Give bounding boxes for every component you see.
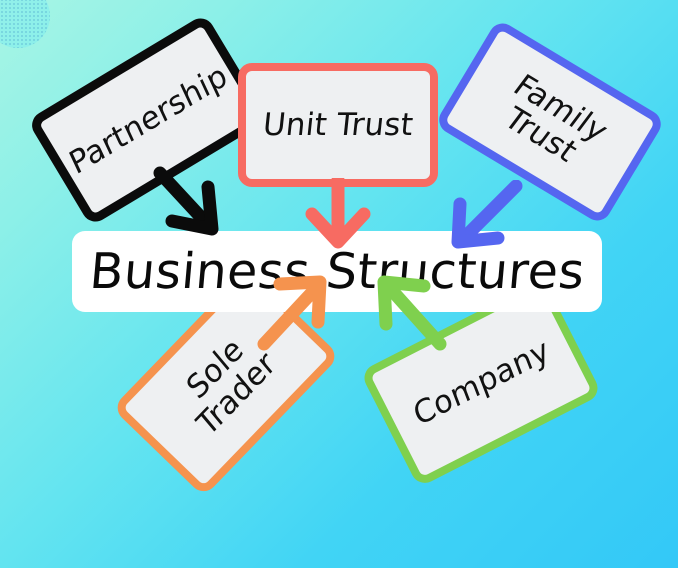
center-banner: Business Structures	[72, 231, 602, 312]
node-unit-trust[interactable]: Unit Trust	[238, 63, 438, 187]
dotted-circle-watermark-icon	[0, 0, 50, 48]
node-family-trust-label: Family Trust	[496, 68, 615, 169]
page-title: Business Structures	[87, 243, 587, 300]
node-partnership-label: Partnership	[63, 57, 233, 183]
node-sole-trader-label: Sole Trader	[180, 331, 283, 444]
node-partnership[interactable]: Partnership	[26, 13, 270, 227]
node-unit-trust-label: Unit Trust	[261, 106, 415, 143]
node-family-trust[interactable]: Family Trust	[434, 18, 666, 226]
node-company-label: Company	[408, 332, 554, 434]
